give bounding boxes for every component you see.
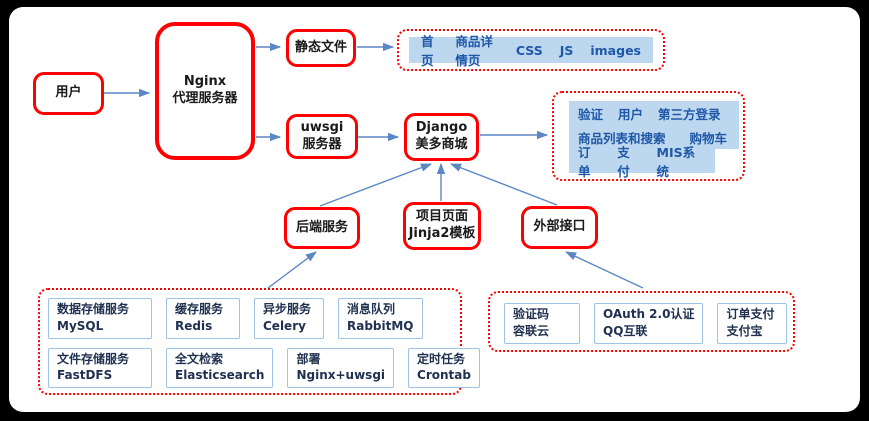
node-external-interfaces-label: 外部接口 [533,219,586,235]
cell-sub: Nginx+uwsgi [296,368,386,383]
cell-sub: MySQL [57,318,104,333]
backend-cell-rabbitmq: 消息队列 RabbitMQ [338,298,423,339]
modules-row-2: 商品列表和搜索 购物车 [569,125,739,149]
module-item: MIS系统 [656,145,696,179]
static-asset-item: 商品详情页 [455,34,493,68]
cell-sub: Redis [175,318,213,333]
django-modules-list: 验证 用户 第三方登录 商品列表和搜索 购物车 订单 支付 MIS系统 [569,101,739,179]
backend-stack-panel: 数据存储服务 MySQL 缓存服务 Redis 异步服务 Celery 消息队列… [38,288,480,395]
cell-title: 验证码 [513,307,550,321]
module-item: 商品列表和搜索 [578,130,666,146]
cell-title: 缓存服务 [175,302,224,316]
cell-title: OAuth 2.0认证 [603,307,695,321]
node-django-line1: Django [415,120,468,136]
node-uwsgi-line2: 服务器 [302,136,342,152]
cell-title: 定时任务 [417,351,466,366]
node-nginx-line1: Nginx [183,74,227,90]
cell-sub: Elasticsearch [175,368,265,383]
external-cell-oauth-qq: OAuth 2.0认证 QQ互联 [594,303,704,344]
external-vendors-panel: 验证码 容联云 OAuth 2.0认证 QQ互联 订单支付 支付宝 [488,291,795,352]
static-asset-item: images [590,42,641,58]
static-assets-bar: 首页 商品详情页 CSS JS images [409,34,653,68]
module-item: 购物车 [689,130,728,146]
node-uwsgi-line1: uwsgi [300,119,344,135]
external-cell-ronglian: 验证码 容联云 [504,303,580,344]
node-user-label: 用户 [55,85,82,101]
django-modules-panel: 验证 用户 第三方登录 商品列表和搜索 购物车 订单 支付 MIS系统 [552,91,745,181]
external-vendors-row: 验证码 容联云 OAuth 2.0认证 QQ互联 订单支付 支付宝 [504,303,788,344]
cell-title: 消息队列 [347,302,396,316]
cell-title: 全文检索 [175,351,224,366]
node-backend-services-label: 后端服务 [295,219,348,235]
node-uwsgi-server: uwsgi 服务器 [286,114,358,159]
node-user: 用户 [33,72,104,115]
static-asset-item: CSS [515,42,543,58]
static-assets-panel: 首页 商品详情页 CSS JS images [397,29,665,71]
cell-sub: QQ互联 [603,323,648,338]
backend-row-1: 数据存储服务 MySQL 缓存服务 Redis 异步服务 Celery 消息队列… [48,298,480,339]
cell-title: 订单支付 [726,307,775,321]
cell-title: 部署 [296,351,321,366]
node-project-pages-line2: Jinja2模板 [408,226,476,241]
cell-sub: Celery [263,318,306,333]
backend-cell-deploy: 部署 Nginx+uwsgi [287,347,395,389]
backend-cell-crontab: 定时任务 Crontab [408,347,480,389]
external-cell-alipay: 订单支付 支付宝 [717,303,788,344]
node-django-mall: Django 美多商城 [404,113,479,161]
backend-cell-mysql: 数据存储服务 MySQL [48,298,152,339]
module-item: 用户 [618,106,644,122]
cell-sub: FastDFS [57,368,113,383]
backend-cell-redis: 缓存服务 Redis [166,298,240,339]
module-item: 第三方登录 [658,106,721,122]
static-asset-item: 首页 [421,34,434,68]
node-project-pages: 项目页面 Jinja2模板 [403,202,481,250]
node-external-interfaces: 外部接口 [521,206,598,249]
cell-title: 异步服务 [263,302,312,316]
module-item: 订单 [578,145,591,179]
cell-title: 数据存储服务 [57,302,130,316]
module-item: 支付 [617,145,630,179]
node-backend-services: 后端服务 [284,207,360,249]
backend-cell-elasticsearch: 全文检索 Elasticsearch [166,347,274,389]
module-item: 验证 [578,106,604,122]
node-nginx-line2: 代理服务器 [172,91,238,106]
backend-row-2: 文件存储服务 FastDFS 全文检索 Elasticsearch 部署 Ngi… [48,347,480,389]
cell-sub: 支付宝 [726,323,763,338]
node-static-files-label: 静态文件 [294,39,347,55]
cell-sub: 容联云 [513,323,550,338]
modules-row-3: 订单 支付 MIS系统 [569,145,715,179]
modules-row-1: 验证 用户 第三方登录 [569,101,739,125]
backend-cell-celery: 异步服务 Celery [254,298,324,339]
node-django-line2: 美多商城 [415,137,468,152]
backend-stack-grid: 数据存储服务 MySQL 缓存服务 Redis 异步服务 Celery 消息队列… [48,298,480,389]
cell-sub: Crontab [417,368,471,383]
cell-title: 文件存储服务 [57,351,130,366]
node-project-pages-line1: 项目页面 [415,209,468,225]
cell-sub: RabbitMQ [347,318,414,333]
backend-cell-fastdfs: 文件存储服务 FastDFS [48,347,152,389]
static-asset-item: JS [559,42,574,58]
node-static-files: 静态文件 [286,29,356,67]
node-nginx-proxy: Nginx 代理服务器 [155,22,255,160]
